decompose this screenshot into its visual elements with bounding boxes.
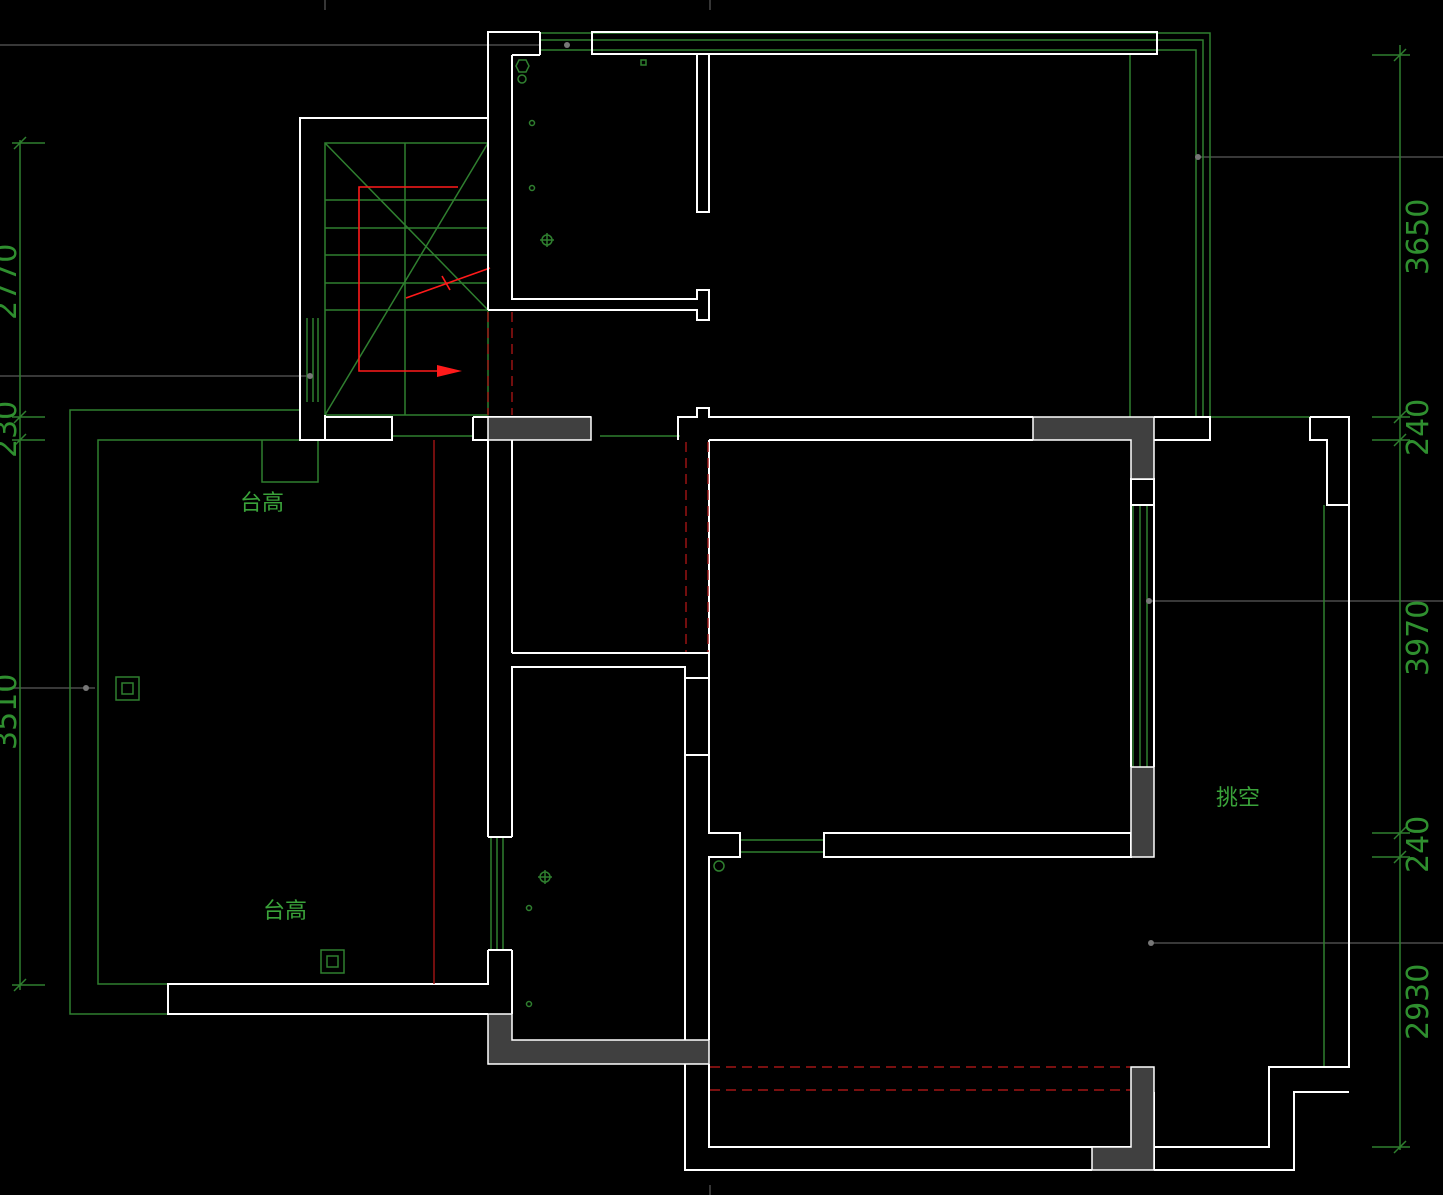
outer-green-contours [69, 32, 1325, 1067]
dimension-right-2: 240 [1401, 399, 1436, 456]
dimension-left-bottom: 3510 [0, 674, 24, 750]
fixture-symbols [115, 59, 725, 1008]
dimension-right-1: 3650 [1401, 199, 1436, 275]
right-dimension-chain [1372, 45, 1410, 1154]
label-platform-bottom: 台高 [263, 899, 307, 924]
beam-lines [433, 312, 1130, 1091]
walls [167, 31, 1350, 1171]
grip-points [83, 42, 1201, 946]
staircase [324, 142, 491, 416]
label-platform-top: 台高 [240, 491, 284, 516]
columns [487, 416, 1155, 1171]
dimension-left-mid: 230 [0, 401, 24, 458]
label-void: 挑空 [1216, 786, 1260, 811]
dimension-left-top: 2770 [0, 244, 24, 320]
dimension-right-4: 240 [1401, 816, 1436, 873]
left-dimension-chain [12, 136, 45, 992]
dimension-right-5: 2930 [1401, 964, 1436, 1040]
dimension-right-3: 3970 [1401, 600, 1436, 676]
